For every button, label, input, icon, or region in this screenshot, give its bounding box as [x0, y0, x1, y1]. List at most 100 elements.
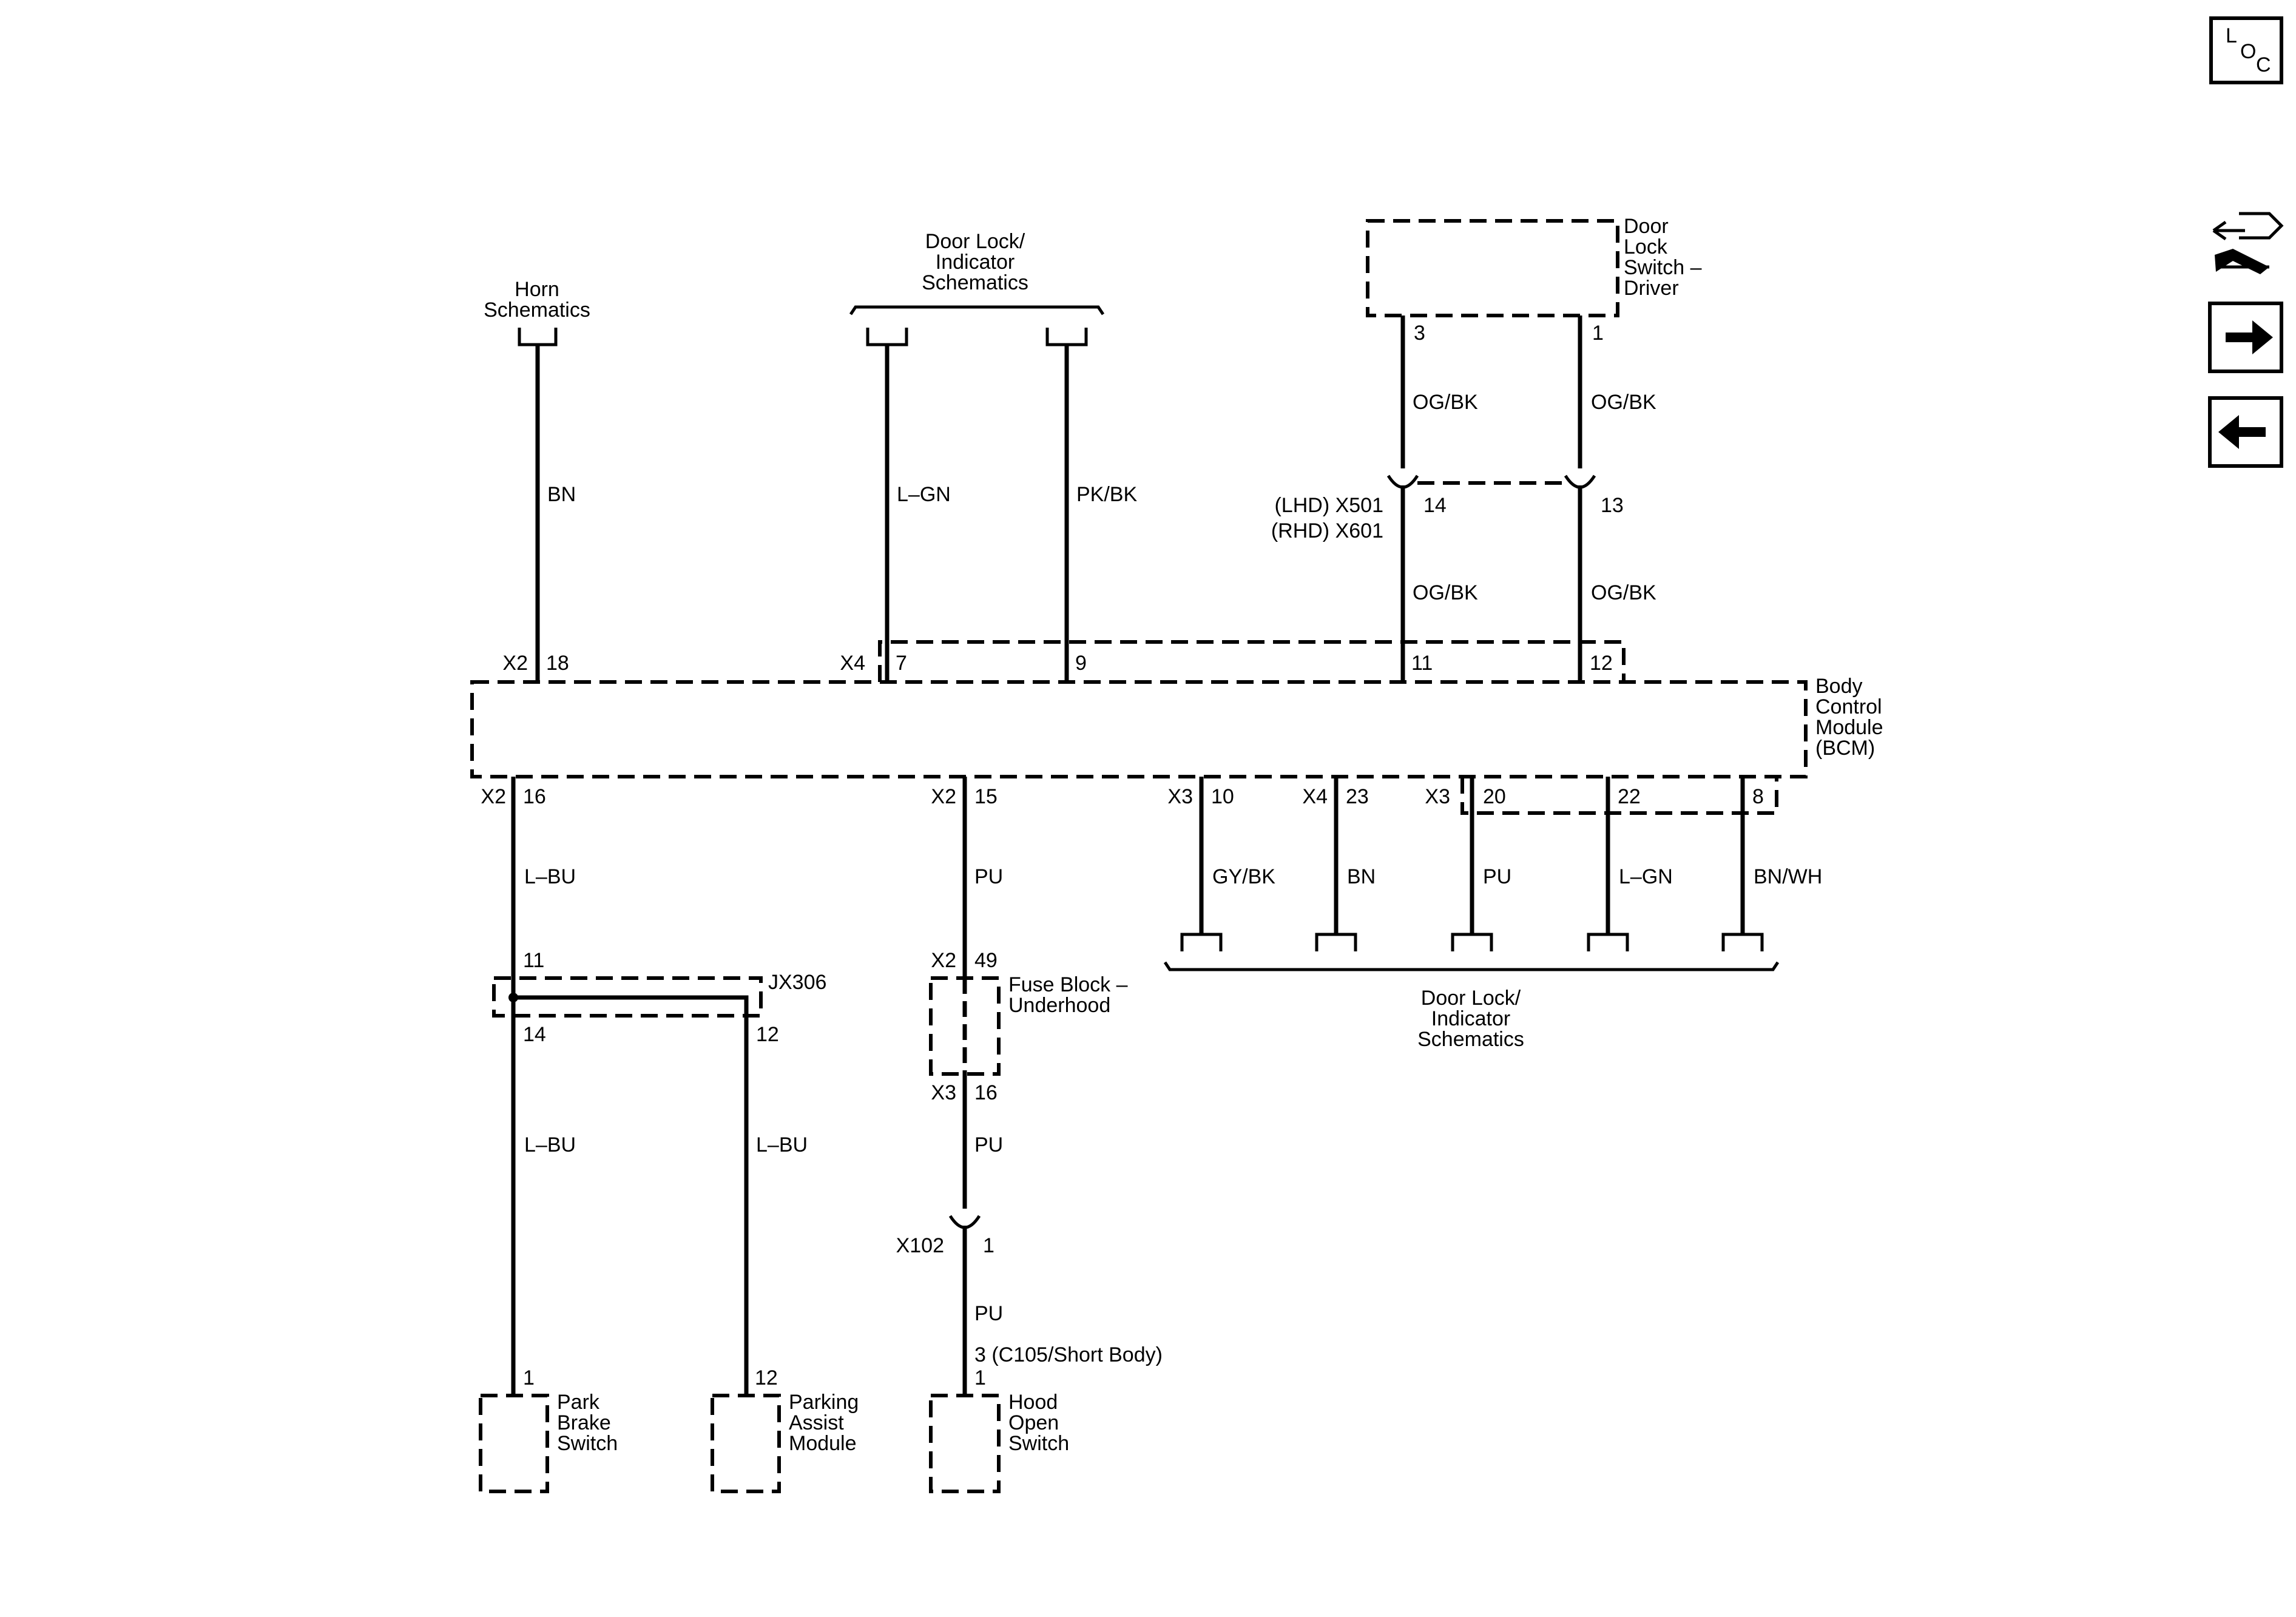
wire-label-pu-bottom: PU [1483, 865, 1511, 888]
wire-label-lbu: L–BU [524, 1133, 576, 1156]
bcm-x4-connector-outline [878, 640, 1626, 682]
diagram-label: 16 [974, 1081, 998, 1104]
diagram-label: Lock [1624, 235, 1668, 258]
diagram-label: 1 [523, 1366, 535, 1389]
diagram-label: Door Lock/ [1421, 987, 1521, 1010]
diagram-label: Hood [1008, 1391, 1058, 1414]
diagram-label: O [2240, 40, 2256, 63]
diagram-label: Schematics [922, 271, 1028, 294]
diagram-label: Brake [557, 1411, 611, 1434]
hood-open-switch: Hood Open Switch [929, 1391, 1069, 1493]
diagram-label: Driver [1624, 277, 1679, 300]
diagram-label: X2 [931, 785, 956, 808]
wire-label-pkbk: PK/BK [1076, 483, 1137, 506]
diagram-label: X4 [840, 652, 865, 675]
diagram-label: 22 [1618, 785, 1641, 808]
diagram-label: 14 [1423, 494, 1447, 517]
wire-label-bn-bottom: BN [1347, 865, 1376, 888]
splice-pack-jx306: 11 JX306 14 12 [492, 949, 826, 1046]
connector-repair-icon[interactable] [2212, 212, 2284, 274]
diagram-label: 12 [1590, 652, 1613, 675]
diagram-label: Schematics [484, 299, 590, 322]
parking-assist-module: 12 Parking Assist Module [711, 1366, 859, 1493]
door-lock-indicator-schematics-bottom: Door Lock/ Indicator Schematics [1163, 933, 1780, 1051]
diagram-label: Indicator [936, 251, 1015, 274]
diagram-label: C [2256, 53, 2271, 76]
diagram-label: 16 [523, 785, 546, 808]
diagram-label: 13 [1601, 494, 1624, 517]
previous-arrow-icon[interactable] [2208, 396, 2283, 468]
diagram-label: (LHD) X501 [1274, 494, 1383, 517]
diagram-label: Switch [1008, 1432, 1069, 1455]
wire-label-lgn-bottom: L–GN [1619, 865, 1673, 888]
diagram-label: Door Lock/ [925, 230, 1025, 253]
diagram-label: Schematics [1417, 1028, 1524, 1051]
body-control-module: Body Control Module (BCM) X2 18 X4 7 9 1… [470, 640, 1883, 815]
diagram-label: 23 [1346, 785, 1369, 808]
wire-label-lgn-top: L–GN [897, 483, 951, 506]
diagram-label: X2 [502, 652, 528, 675]
wire-label-lbu: L–BU [524, 865, 576, 888]
diagram-label: Assist [789, 1411, 844, 1434]
diagram-label: Switch [557, 1432, 618, 1455]
diagram-label: Control [1815, 695, 1882, 718]
diagram-label: 49 [974, 949, 998, 972]
diagram-label: Parking [789, 1391, 859, 1414]
fuse-block-underhood: X2 49 Fuse Block – Underhood X3 16 [929, 949, 1128, 1104]
wire-label-ogbk: OG/BK [1591, 391, 1656, 414]
diagram-label: X3 [1425, 785, 1450, 808]
door-lock-indicator-schematics-top: Door Lock/ Indicator Schematics [849, 230, 1105, 346]
diagram-label: Switch – [1624, 256, 1702, 279]
diagram-label: X3 [931, 1081, 956, 1104]
diagram-label: Body [1815, 675, 1863, 698]
diagram-label: Horn [515, 278, 559, 301]
diagram-label: 1 [983, 1234, 994, 1257]
diagram-label: X2 [481, 785, 506, 808]
diagram-label: 14 [523, 1023, 546, 1046]
diagram-label: 12 [756, 1023, 779, 1046]
door-lock-switch-driver: Door Lock Switch – Driver 3 1 [1366, 215, 1702, 345]
diagram-label: 10 [1211, 785, 1234, 808]
diagram-label: 9 [1075, 652, 1087, 675]
loc-icon[interactable]: L O C [2209, 16, 2283, 84]
bcm-x3-connector-outline [1460, 777, 1778, 815]
diagram-label: 1 [1592, 322, 1604, 345]
diagram-label: 7 [896, 652, 907, 675]
diagram-label: 15 [974, 785, 998, 808]
diagram-label: X2 [931, 949, 956, 972]
diagram-label: Indicator [1431, 1007, 1510, 1030]
wire-label-ogbk: OG/BK [1591, 581, 1656, 604]
wire-label-ogbk: OG/BK [1413, 391, 1478, 414]
diagram-label: (BCM) [1815, 737, 1875, 760]
hood-switch-pin: 1 [974, 1366, 986, 1389]
diagram-label: 3 [1414, 322, 1425, 345]
wire-label-ogbk: OG/BK [1413, 581, 1478, 604]
diagram-label: X4 [1302, 785, 1328, 808]
diagram-label: Module [789, 1432, 857, 1455]
diagram-label: 11 [523, 949, 544, 972]
diagram-label: Open [1008, 1411, 1059, 1434]
diagram-label: X102 [896, 1234, 944, 1257]
diagram-label: Fuse Block – [1008, 973, 1128, 996]
diagram-label: 20 [1483, 785, 1506, 808]
diagram-label: 18 [546, 652, 569, 675]
diagram-label: Park [557, 1391, 600, 1414]
wire-label-pu: PU [974, 1302, 1003, 1325]
wire-label-pu: PU [974, 865, 1003, 888]
inline-connector-x102: X102 1 [896, 1215, 994, 1257]
diagram-label: 8 [1752, 785, 1764, 808]
diagram-label: (RHD) X601 [1271, 519, 1383, 542]
wire-label-lbu: L–BU [756, 1133, 808, 1156]
horn-schematics-reference: Horn Schematics [484, 278, 590, 346]
next-arrow-icon[interactable] [2208, 302, 2283, 373]
wire-label-bnwh: BN/WH [1754, 865, 1822, 888]
diagram-label: 12 [755, 1366, 778, 1389]
wire-label-gybk: GY/BK [1212, 865, 1275, 888]
diagram-label: X3 [1167, 785, 1193, 808]
diagram-label: 11 [1411, 652, 1433, 675]
connector-c105-label: 3 (C105/Short Body) [974, 1343, 1163, 1366]
wire-label-pu: PU [974, 1133, 1003, 1156]
park-brake-switch: 1 Park Brake Switch [479, 1366, 618, 1493]
diagram-label: Door [1624, 215, 1669, 238]
